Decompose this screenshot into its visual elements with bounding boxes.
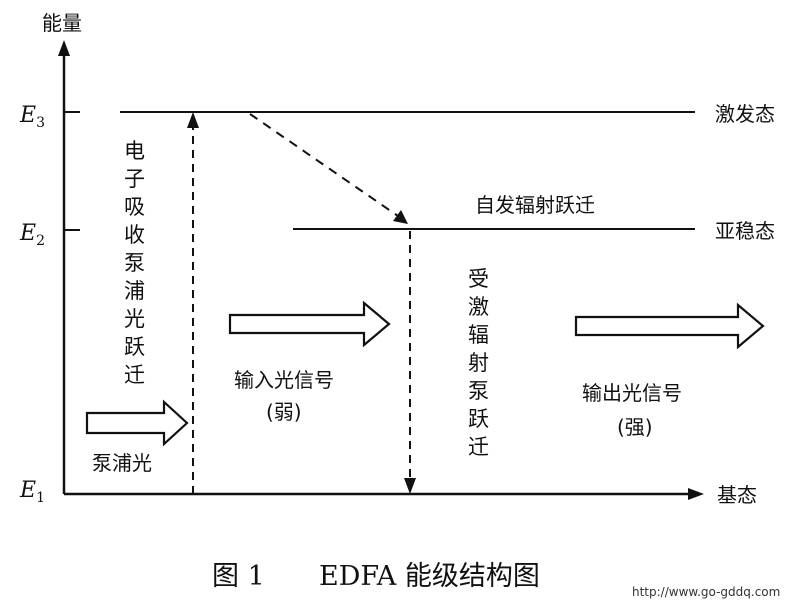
figure-title: EDFA 能级结构图 <box>319 561 540 592</box>
stimulated-emission-label: 受 激 辐 射 泵 跃 迁 <box>468 267 489 459</box>
absorption-arrowhead <box>187 112 199 128</box>
absorption-char: 子 <box>124 167 145 191</box>
stimulated-char: 跃 <box>468 407 489 431</box>
absorption-char: 电 <box>124 139 145 163</box>
absorption-char: 泵 <box>124 251 145 275</box>
output-signal-arrow <box>574 302 765 350</box>
stimulated-char: 辐 <box>468 323 489 347</box>
e2-symbol: E2 <box>19 221 45 249</box>
absorption-label: 电 子 吸 收 泵 浦 光 跃 迁 <box>124 139 145 387</box>
output-signal-note: (强) <box>617 415 653 439</box>
stimulated-char: 受 <box>468 267 489 291</box>
excited-state-label: 激发态 <box>715 102 775 126</box>
spontaneous-emission-label: 自发辐射跃迁 <box>475 193 595 217</box>
absorption-char: 收 <box>124 223 145 247</box>
absorption-char: 跃 <box>124 335 145 359</box>
figure-number: 图 1 <box>212 561 265 592</box>
output-signal-label: 输出光信号 <box>582 381 682 405</box>
decay-transition-arrow <box>249 113 399 217</box>
absorption-char: 光 <box>124 307 145 331</box>
y-axis-arrowhead <box>58 40 70 56</box>
e1-symbol: E1 <box>19 478 45 506</box>
x-axis-arrowhead <box>688 488 704 500</box>
pump-light-arrow <box>85 399 189 447</box>
stimulated-char: 射 <box>468 351 489 375</box>
x-axis-label: 基态 <box>717 483 757 507</box>
y-axis-label: 能量 <box>42 11 82 35</box>
metastable-state-label: 亚稳态 <box>715 219 775 243</box>
absorption-char: 吸 <box>124 195 145 219</box>
absorption-char: 迁 <box>124 363 145 387</box>
input-signal-label: 输入光信号 <box>234 368 334 392</box>
stimulated-arrowhead <box>404 478 416 494</box>
stimulated-char: 迁 <box>468 435 489 459</box>
pump-light-label: 泵浦光 <box>92 451 152 475</box>
input-signal-note: (弱) <box>266 400 302 424</box>
input-signal-arrow <box>228 300 391 348</box>
e3-symbol: E3 <box>19 103 45 131</box>
stimulated-char: 泵 <box>468 379 489 403</box>
absorption-char: 浦 <box>124 279 145 303</box>
decay-arrowhead <box>393 210 408 224</box>
stimulated-char: 激 <box>468 295 489 319</box>
watermark-url: http://www.go-gddq.com <box>632 585 780 599</box>
